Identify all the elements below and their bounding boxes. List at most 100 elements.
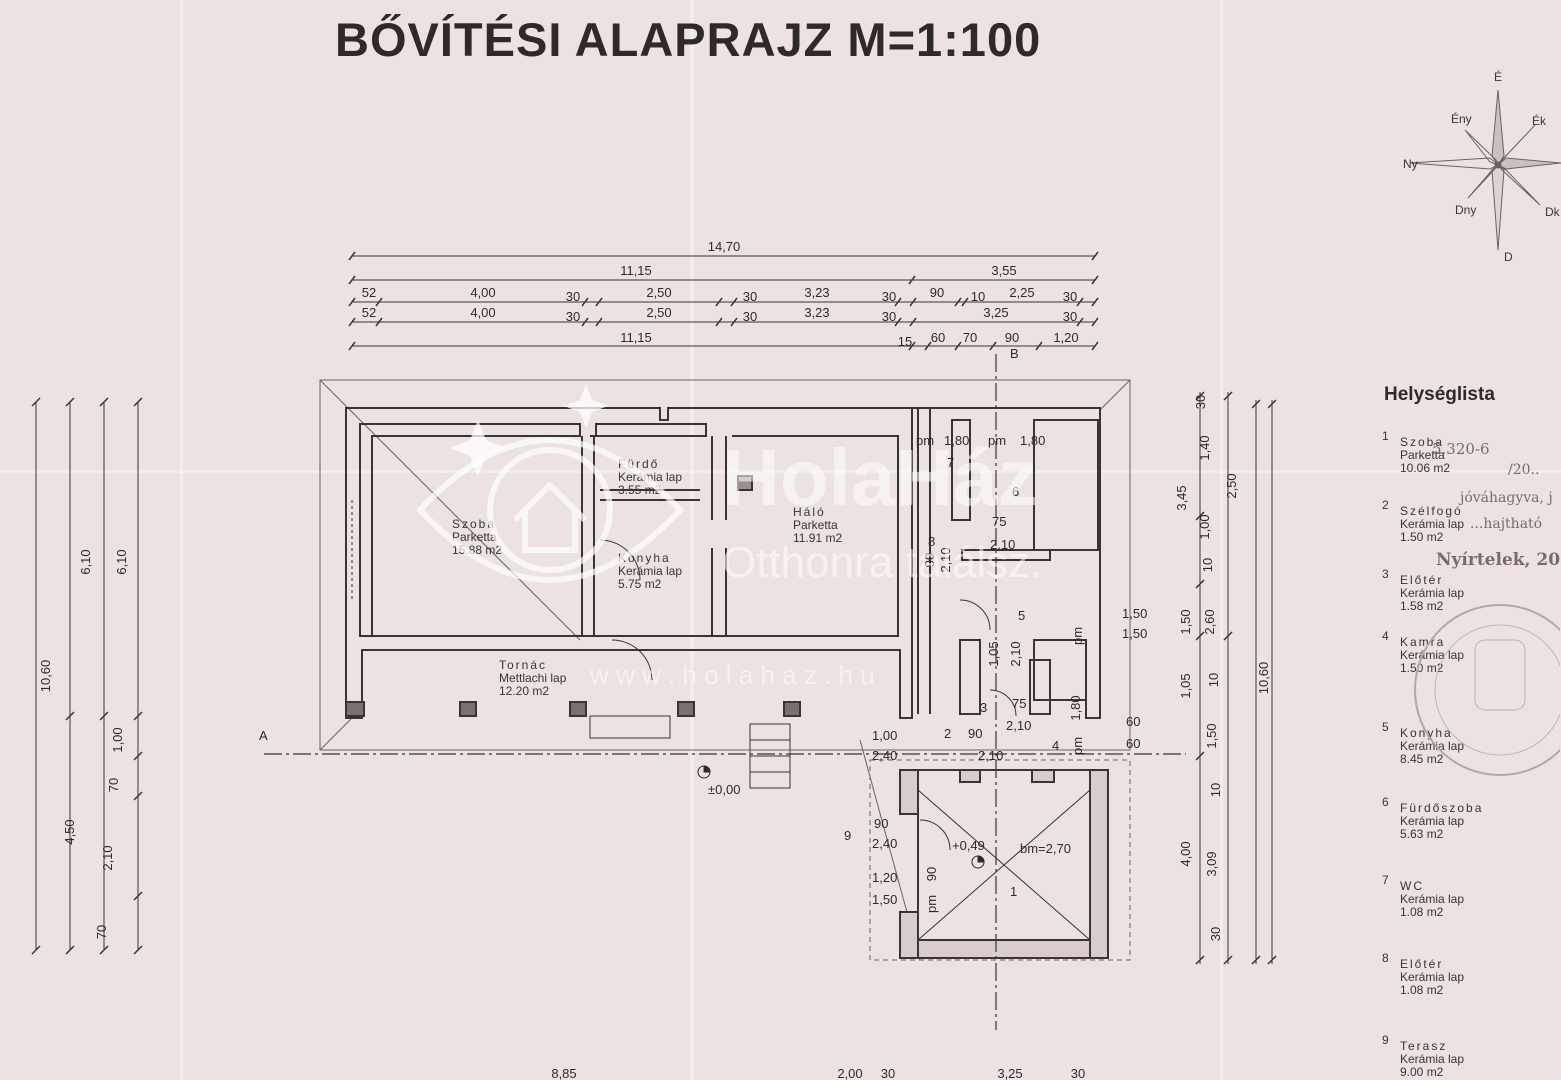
- dim-right-14: 30: [1208, 927, 1223, 941]
- vertical-dimension-text: 10,60 6,10 6,10 4,50 1,00 70 2,10 70 10,…: [38, 395, 1271, 941]
- room-szoba-name: Szoba: [452, 517, 496, 531]
- dim-left-d3: 70: [94, 925, 109, 939]
- handwritten-note: jóváhagyva, j: [1460, 490, 1553, 506]
- dim-r2-5: 3,23: [804, 305, 829, 320]
- legend-area: 8.45 m2: [1400, 752, 1444, 766]
- legend-item: 3 Előtér Kerámia lap 1.58 m2: [1382, 568, 1464, 613]
- handwritten-note: /20..: [1508, 462, 1540, 478]
- legend-area: 1.08 m2: [1400, 905, 1444, 919]
- dim-right-12: 4,00: [1178, 841, 1193, 866]
- legend-name: WC: [1400, 879, 1424, 893]
- ext-secA: A: [259, 728, 268, 743]
- dim-r2-0: 52: [362, 305, 376, 320]
- dim-right-4: 1,00: [1197, 514, 1212, 539]
- handwritten-note: Nyírtelek, 20..: [1436, 550, 1561, 570]
- compass-nw-label: Ény: [1451, 112, 1472, 126]
- room-tornac-mat: Mettlachi lap: [499, 671, 567, 685]
- dim-bottom-2: 30: [881, 1066, 895, 1080]
- dim-r2-3: 2,50: [646, 305, 671, 320]
- dim-right-2: 2,50: [1224, 473, 1239, 498]
- dim-right-3: 3,45: [1174, 485, 1189, 510]
- legend-title: Helységlista: [1384, 384, 1495, 405]
- ext-lvl0: ±0,00: [708, 782, 740, 797]
- extension-labels: pm 1,80 pm 1,80 7 6 8 75 2,10 5 1,50 1,5…: [259, 346, 1147, 907]
- ext-lvl049: +0,49: [952, 838, 985, 853]
- dim-right-9: 10: [1206, 673, 1221, 687]
- legend-item: 9 Terasz Kerámia lap 9.00 m2: [1382, 1034, 1465, 1079]
- dim-r3-0: 15: [898, 334, 912, 349]
- ext-bm: bm=2,70: [1020, 841, 1071, 856]
- dim-left-d0: 1,00: [110, 727, 125, 752]
- room-tornac-name: Tornác: [499, 658, 547, 672]
- ext-n6: 6: [1012, 484, 1019, 499]
- dim-left-total: 10,60: [38, 660, 53, 693]
- legend-material: Kerámia lap: [1400, 814, 1465, 828]
- ext-n2: 2: [944, 726, 951, 741]
- dim-left-d2: 2,10: [100, 845, 115, 870]
- room-halo-name: Háló: [793, 505, 826, 519]
- legend-name: Szélfogó: [1400, 504, 1463, 518]
- legend-material: Kerámia lap: [1400, 1052, 1465, 1066]
- room-szoba-mat: Parketta: [452, 530, 497, 544]
- ext-d210c: 2,10: [978, 748, 1003, 763]
- ext-d240a: 2,40: [872, 748, 897, 763]
- legend-num: 1: [1382, 429, 1389, 443]
- dim-r2-7: 3,25: [983, 305, 1008, 320]
- legend-material: Parketta: [1400, 448, 1445, 462]
- compass-sw-label: Dny: [1455, 203, 1477, 217]
- dim-r3-2: 70: [963, 330, 977, 345]
- legend-item: 2 Szélfogó Kerámia lap 1.50 m2: [1382, 499, 1464, 544]
- ext-secB: B: [1010, 346, 1019, 361]
- right-dimension-lines: [1195, 391, 1277, 965]
- ext-d150a: 1,50: [1122, 606, 1147, 621]
- ext-d210a: 2,10: [990, 537, 1015, 552]
- watermark-brand: HolaHáz: [722, 433, 1038, 522]
- ext-d60b: 60: [1126, 736, 1140, 751]
- dim-r1-4: 30: [743, 289, 757, 304]
- ext-n5: 5: [1018, 608, 1025, 623]
- holahaz-logo-icon: [415, 384, 685, 583]
- left-dimension-lines: [31, 397, 143, 955]
- ext-d90c: 90: [922, 553, 937, 567]
- dim-r2-8: 30: [1063, 309, 1077, 324]
- compass-n-label: É: [1494, 70, 1503, 84]
- dim-r1-8: 10: [971, 289, 985, 304]
- paper-fold-v2: [690, 0, 694, 1080]
- ext-n9: 9: [844, 828, 851, 843]
- legend-item: 8 Előtér Kerámia lap 1.08 m2: [1382, 952, 1464, 997]
- legend-item: 6 Fürdőszoba Kerámia lap 5.63 m2: [1382, 796, 1483, 841]
- dim-right-10: 1,50: [1204, 723, 1219, 748]
- dim-right-5: 10: [1200, 558, 1215, 572]
- ext-n7: 7: [947, 455, 954, 470]
- paper-fold-v3: [1220, 0, 1223, 1080]
- dim-r3-1: 60: [931, 330, 945, 345]
- dim-r3-4: 1,20: [1053, 330, 1078, 345]
- legend-item: 4 Kamra Kerámia lap 1.50 m2: [1382, 630, 1464, 675]
- legend-area: 9.00 m2: [1400, 1065, 1444, 1079]
- dim-r1-3: 2,50: [646, 285, 671, 300]
- compass-s-label: D: [1504, 250, 1513, 264]
- dim-left-b: 6,10: [114, 549, 129, 574]
- compass-ne-label: Ék: [1532, 114, 1547, 128]
- old-building-walls: [345, 407, 913, 739]
- dim-r1-1: 4,00: [470, 285, 495, 300]
- dim-right-1: 1,40: [1197, 435, 1212, 460]
- handwritten-note: 5.320-6: [1432, 440, 1490, 458]
- ext-d75b: 75: [1012, 696, 1026, 711]
- dim-right-len: 3,55: [991, 263, 1016, 278]
- legend-num: 9: [1382, 1033, 1389, 1047]
- dimension-text: 14,70 11,15 3,55 52 4,00 30 2,50 30 3,23…: [362, 239, 1085, 1080]
- ext-d90a: 90: [968, 726, 982, 741]
- legend-num: 5: [1382, 720, 1389, 734]
- legend-area: 1.58 m2: [1400, 599, 1444, 613]
- extension-walls: [899, 407, 1109, 959]
- ext-d210b: 2,10: [1006, 718, 1031, 733]
- room-labels: Szoba Parketta 15.88 m2 Fürdő Kerámia la…: [452, 457, 842, 698]
- legend-num: 2: [1382, 498, 1389, 512]
- dim-bottom-4: 30: [1071, 1066, 1085, 1080]
- dim-r1-6: 30: [882, 289, 896, 304]
- ext-pm4: pm: [1070, 737, 1085, 755]
- room-konyha-mat: Kerámia lap: [618, 564, 682, 578]
- dim-right-13: 3,09: [1204, 851, 1219, 876]
- room-tornac-area: 12.20 m2: [499, 684, 549, 698]
